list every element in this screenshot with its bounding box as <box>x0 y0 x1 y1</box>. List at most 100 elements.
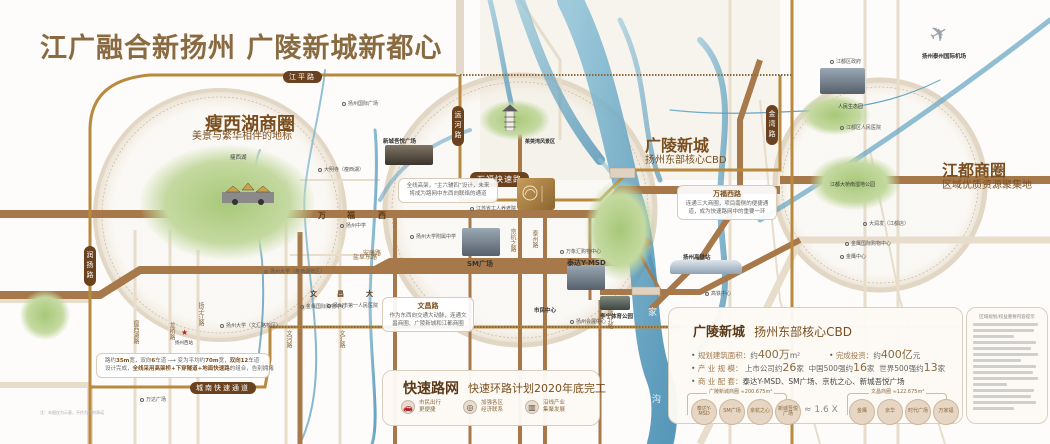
callout-chengnan: 路约35m宽，双向6车道 ⟶ 变为平均约70m宽，双向12车道 设计完成，全线采… <box>96 353 274 378</box>
sm-plaza-label: SM广场 <box>467 260 494 268</box>
road-label-wanfu-2: 福 <box>347 211 355 220</box>
poi-xincheng-gov: 扬州市第一人民医院 <box>327 302 378 309</box>
zone-shouxihu-subtitle: 美景与繁华相伴的地标 <box>192 131 292 142</box>
road-label-wenchang-2: 昌 <box>337 290 344 298</box>
compare-item: 金鹰 <box>849 399 875 425</box>
poi-jiangdu-hospital: 江都区人民医院 <box>840 124 881 131</box>
compare-right-items: 金鹰 京华 时代广场 万家福 <box>849 399 959 425</box>
poi-yangzhou-fuzhong: 扬州大学附属中学 <box>410 233 456 240</box>
road-label-dongfang: 沙湾北路 <box>606 305 613 329</box>
road-jiangping <box>88 73 460 444</box>
jiangdu-people-park-label: 人民生态园 <box>838 104 864 110</box>
cbd-info-panel: 广陵新城 扬州东部核心CBD • 规划建筑面积：约400万m² • 完成投资：约… <box>668 307 963 425</box>
compare-item: 京华 <box>877 399 903 425</box>
car-icon: 🚗 <box>401 400 415 415</box>
mingyue-park <box>480 100 550 140</box>
page-title: 江广融合新扬州 广陵新城新都心 <box>40 33 443 64</box>
road-label-jinhe: 金湾路 <box>766 105 778 145</box>
feature-item: ◎ 加强各区经济联系 <box>463 400 503 415</box>
cbd-row-investment: • 完成投资：约400亿元 <box>829 348 921 361</box>
river-label-gou: 沟 <box>652 395 662 405</box>
road-label-anjiang: 安康路 <box>363 250 382 257</box>
poi-wanda: 万达广场 <box>140 396 166 403</box>
expressway-features: 🚗 市民出行更便捷 ◎ 加强各区经济联系 ▥ 沿线产业集聚发展 <box>401 400 565 415</box>
cbd-panel-subtitle: 扬州东部核心CBD <box>754 325 852 339</box>
road-label-wenchang-3: 大 <box>366 290 373 298</box>
callout-wenchang-body: 作为东西向交通大动脉，连通文昌商圈、广陵新城和江都商圈 <box>389 312 467 327</box>
jiangdu-people-park <box>800 95 870 135</box>
compare-item: 万家福 <box>933 399 959 425</box>
compare-ratio: ≈ 1.6 X <box>804 405 838 415</box>
project-location-marker[interactable] <box>517 178 555 210</box>
compare-left-label: 广陵新城商圈 ≈200.675m² <box>707 388 775 395</box>
cbd-row-industry: • 产 业 规 模： 上市公司约26家 中国500强约16家 世界500强约13… <box>691 361 946 374</box>
poi-jiangdu-center: 金鹰中心 <box>840 253 866 260</box>
river-label-jia: 家 <box>648 308 658 318</box>
callout-wanfu-expressway: 全线高架，“主六辅四”设计，未来将成为路网中东西向联络的通道 <box>398 178 498 203</box>
road-label-wenhui: 文汇路 <box>338 330 345 348</box>
star-icon: ★ <box>181 328 189 337</box>
poi-jiangdu-gov: 江都区政府 <box>830 58 861 65</box>
sm-plaza-building <box>462 228 500 256</box>
compare-item: 时代广场 <box>905 399 931 425</box>
zone-guangling-subtitle: 扬州东部核心CBD <box>645 155 727 166</box>
road-label-longqiao: 龙桥路 <box>168 322 175 340</box>
callout-wanfu-west: 万福西路 连通三大商圈，项目南侧的便捷通道，成为快速路网中的重要一环 <box>677 185 777 220</box>
poi-mall-center: 金鹰国际购物中心 <box>300 303 346 310</box>
zone-guangling-title: 广陵新城 <box>645 136 710 155</box>
cbd-row-area: • 规划建筑面积：约400万m² <box>691 348 801 361</box>
callout-wanfu-west-title: 万福西路 <box>713 190 741 198</box>
taida-msd-building <box>567 265 605 290</box>
zone-jiangdu-subtitle: 区域优质资源聚集地 <box>942 180 1032 191</box>
road-label-wanfu-3: 西 <box>378 211 386 220</box>
pagoda-landmark <box>501 103 519 132</box>
lining-park-building <box>600 296 630 310</box>
road-label-taizhou: 泰州路 <box>531 230 538 248</box>
compare-left-items: 泰达Y-MSD SM广场 京杭之心 新城吾悦广场 <box>691 399 801 425</box>
expressway-panel-subtitle: 快速环路计划2020年底完工 <box>468 382 606 395</box>
compare-right-label: 文昌商圈 ≈122.675m² <box>869 388 927 395</box>
road-label-wenchang-1: 文 <box>310 290 317 298</box>
poi-jiangsu-worker: 江苏省工人养老院 <box>470 205 516 212</box>
road-label-yunhe: 运河路 <box>452 106 464 146</box>
west-lake-park <box>20 290 70 340</box>
feature-item: ▥ 沿线产业集聚发展 <box>525 400 565 415</box>
expressway-panel: 快速路网 快速环路计划2020年底完工 🚗 市民出行更便捷 ◎ 加强各区经济联系… <box>382 370 606 426</box>
compare-item: 京杭之心 <box>747 399 773 425</box>
compare-item: 泰达Y-MSD <box>691 399 717 425</box>
callout-wenchang-title: 文昌路 <box>417 302 439 310</box>
road-label-shouxi: 瘦西湖路 <box>132 320 139 344</box>
zone-shouxihu-title: 瘦西湖商圈 <box>205 114 295 135</box>
taida-msd-label: 泰达Y-MSD <box>567 259 606 267</box>
road-label-wenhe: 文河路 <box>285 330 292 348</box>
poi-gaotie-park: 高铁中心 <box>705 290 731 297</box>
poi-taida-center: 万象汇购物中心 <box>560 248 601 255</box>
callout-wenchang: 文昌路 作为东西向交通大动脉，连通文昌商圈、广陵新城和江都商圈 <box>382 297 474 332</box>
mingyue-label: 茱萸湾风景区 <box>525 139 556 145</box>
poi-jingling: 扬州国际广场 <box>342 100 378 107</box>
xincheng-plaza-building <box>385 145 433 165</box>
road-label-jinghang: 京杭之路 <box>509 228 516 252</box>
compare-item: 新城吾悦广场 <box>775 399 801 425</box>
cbd-panel-title: 广陵新城 <box>693 325 746 340</box>
poi-shiminzhongxin: 市民中心 <box>534 308 557 314</box>
lining-park-label: 李宁体育公园 <box>600 314 634 320</box>
notes-panel: 区域规划/权益重要内容提示 <box>966 307 1048 424</box>
poi-hongqiao: 扬州中学 <box>340 222 366 229</box>
globe-icon: ◎ <box>463 400 478 415</box>
airport-label: 扬州泰州国际机场 <box>922 54 967 60</box>
road-label-jiangping: 江平路 <box>283 71 322 83</box>
poi-yangzhou-univ: 扬州大学（瘦西湖校区） <box>264 268 325 275</box>
poi-jinying-jiangdu: 金鹰国际购物中心 <box>845 240 891 247</box>
footnote: 注：本图仅为示意，不作为任何承诺 <box>40 410 104 415</box>
poi-yangzhou-west: 扬州西站 <box>175 341 193 346</box>
poi-daminggang: 大明寺（瘦西湖） <box>318 166 364 173</box>
feature-item: 🚗 市民出行更便捷 <box>401 400 441 415</box>
building-icon: ▥ <box>525 400 540 415</box>
jiangdu-wetland-park <box>810 155 900 210</box>
shouxihu-park-label: 瘦西湖 <box>230 155 247 161</box>
jiangdu-gov-building <box>820 68 865 94</box>
road-label-wanfu-1: 万 <box>318 211 326 220</box>
riverside-park <box>585 180 655 280</box>
